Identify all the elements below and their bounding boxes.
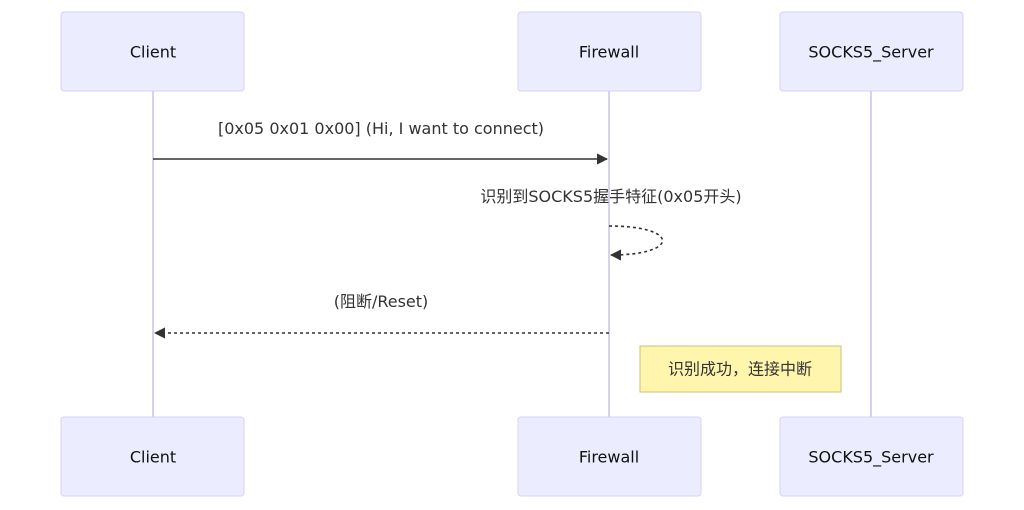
actor-label: SOCKS5_Server (808, 448, 934, 468)
actor-top-socks5-server[interactable]: SOCKS5_Server (779, 11, 964, 92)
actor-bottom-client[interactable]: Client (60, 416, 245, 497)
actor-bottom-socks5-server[interactable]: SOCKS5_Server (779, 416, 964, 497)
actor-label: SOCKS5_Server (808, 43, 934, 63)
note: 识别成功，连接中断 (639, 345, 842, 393)
actor-top-client[interactable]: Client (60, 11, 245, 92)
note-text: 识别成功，连接中断 (668, 360, 812, 379)
message-arrow-self-loop (608, 225, 664, 261)
message-label-detect: 识别到SOCKS5握手特征(0x05开头) (480, 187, 741, 206)
message-label-reset: (阻断/Reset) (334, 292, 429, 311)
actor-label: Firewall (579, 448, 639, 467)
actor-top-firewall[interactable]: Firewall (517, 11, 702, 92)
actor-label: Firewall (579, 43, 639, 62)
actor-bottom-firewall[interactable]: Firewall (517, 416, 702, 497)
actor-label: Client (130, 448, 176, 467)
actor-label: Client (130, 43, 176, 62)
message-label-handshake: [0x05 0x01 0x00] (Hi, I want to connect) (218, 119, 544, 138)
